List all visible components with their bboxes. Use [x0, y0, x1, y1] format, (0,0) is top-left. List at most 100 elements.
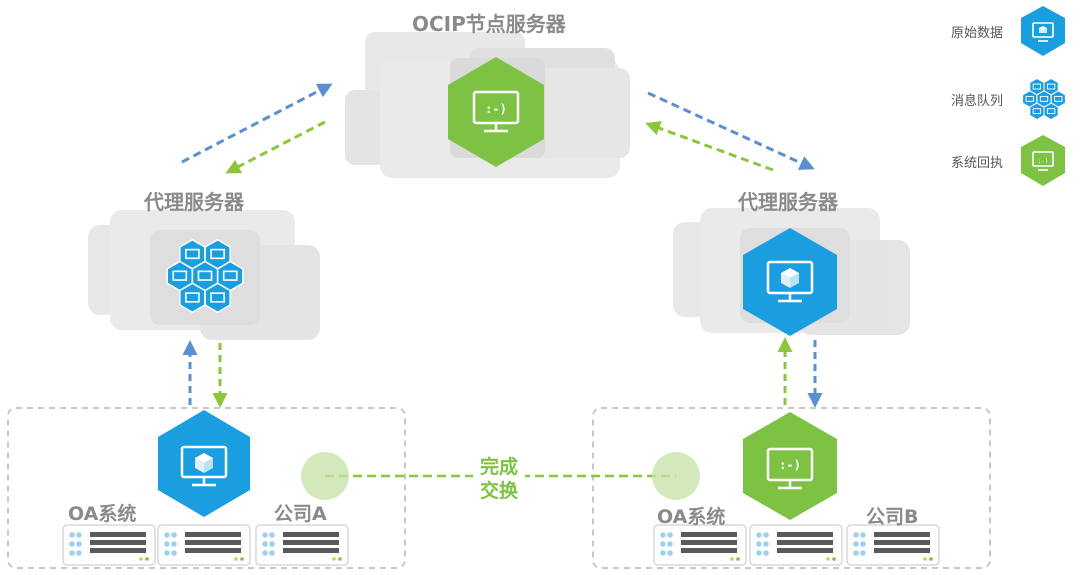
company-b-system-label: OA系统 — [657, 506, 726, 528]
rack-indicator-light — [660, 532, 666, 538]
rack-status-light — [929, 557, 933, 561]
company-a-name-label: 公司A — [274, 503, 327, 525]
rack-indicator-light — [853, 532, 859, 538]
queue-cell-monitor — [1032, 83, 1042, 90]
rack-status-light — [145, 557, 149, 561]
queue-cell-monitor — [1054, 95, 1063, 102]
rack-indicator-light — [164, 532, 170, 538]
rack-indicator-light — [853, 550, 859, 556]
proxy-left-title: 代理服务器 — [144, 190, 244, 214]
queue-cell-monitor — [172, 270, 188, 281]
legend-receipt-icon: :-) — [1021, 135, 1065, 186]
rack-drive-bar — [90, 532, 146, 537]
queue-cell-monitor — [210, 248, 225, 260]
queue-cell-monitor — [185, 248, 200, 260]
rack-status-light — [234, 557, 238, 561]
rack-indicator-light — [763, 541, 769, 547]
queue-cell-monitor — [1025, 95, 1034, 102]
company-b-name-label: 公司B — [866, 506, 919, 528]
rack-drive-bar — [283, 532, 339, 537]
rack-indicator-light — [69, 541, 75, 547]
rack-drive-bar — [90, 540, 146, 545]
rack-indicator-light — [667, 550, 673, 556]
queue-cell-monitor — [1039, 95, 1049, 102]
company-a-box — [7, 407, 406, 569]
rack-status-light — [332, 557, 336, 561]
queue-cell-monitor — [185, 292, 200, 303]
rack-indicator-light — [262, 541, 268, 547]
company-b-box — [592, 407, 991, 569]
rack-indicator-light — [763, 532, 769, 538]
rack-status-light — [139, 557, 143, 561]
queue-cell-monitor — [1046, 108, 1056, 115]
exchange-label-line2: 交换 — [473, 479, 525, 503]
queue-cell-hex — [1043, 102, 1059, 121]
rack-indicator-light — [76, 550, 82, 556]
rack-status-light — [736, 557, 740, 561]
rack-indicator-light — [262, 550, 268, 556]
queue-cell-monitor — [222, 270, 238, 281]
company-a-raw-data-icon — [158, 410, 250, 517]
rack-drive-bar — [90, 548, 146, 553]
rack-indicator-light — [756, 541, 762, 547]
company-a-server-racks — [62, 524, 349, 566]
rack-indicator-light — [171, 532, 177, 538]
exchange-dot-a — [301, 452, 349, 500]
exchange-label-line1: 完成 — [473, 455, 525, 479]
rack-drive-bar — [874, 540, 930, 545]
top-server-face: :-) — [485, 102, 507, 116]
rack-status-light — [923, 557, 927, 561]
arrow-top-to-left-proxy — [225, 120, 326, 174]
queue-cell-hex — [1029, 102, 1045, 121]
rack-indicator-light — [763, 550, 769, 556]
rack-drive-bar — [185, 532, 241, 537]
rack-indicator-light — [69, 532, 75, 538]
queue-cell-monitor — [197, 270, 213, 281]
queue-cell-monitor — [210, 292, 225, 303]
arrow-top-to-right-proxy — [647, 91, 815, 170]
company-b-server-racks — [653, 524, 940, 566]
message-queue-cluster-icon — [166, 238, 244, 314]
rack-indicator-light — [171, 550, 177, 556]
company-b-face: :-) — [779, 458, 801, 472]
rack-drive-bar — [681, 540, 737, 545]
rack-status-light — [832, 557, 836, 561]
rack-indicator-light — [171, 541, 177, 547]
top-server-title: OCIP节点服务器 — [412, 12, 566, 36]
queue-cell-hex — [204, 282, 231, 314]
rack-indicator-light — [164, 541, 170, 547]
queue-cell-hex — [179, 282, 206, 314]
rack-indicator-light — [860, 550, 866, 556]
rack-drive-bar — [681, 532, 737, 537]
company-b-receipt-icon: :-) — [743, 412, 837, 520]
rack-drive-bar — [185, 548, 241, 553]
rack-indicator-light — [269, 541, 275, 547]
rack-indicator-light — [660, 550, 666, 556]
rack-indicator-light — [76, 541, 82, 547]
arrow-right-proxy-to-top — [645, 121, 774, 172]
exchange-dot-b — [652, 452, 700, 500]
rack-indicator-light — [860, 532, 866, 538]
rack-drive-bar — [777, 532, 833, 537]
arrow-left-proxy-to-top — [181, 83, 333, 164]
rack-indicator-light — [756, 550, 762, 556]
rack-indicator-light — [269, 550, 275, 556]
rack-indicator-light — [76, 532, 82, 538]
rack-indicator-light — [853, 541, 859, 547]
rack-indicator-light — [756, 532, 762, 538]
rack-indicator-light — [667, 532, 673, 538]
rack-indicator-light — [660, 541, 666, 547]
rack-status-light — [730, 557, 734, 561]
legend-receipt-label: 系统回执 — [951, 156, 1004, 171]
legend-raw-data-label: 原始数据 — [951, 26, 1004, 41]
rack-drive-bar — [283, 540, 339, 545]
top-server-hex-icon: :-) — [448, 57, 544, 167]
rack-drive-bar — [283, 548, 339, 553]
rack-indicator-light — [667, 541, 673, 547]
rack-status-light — [826, 557, 830, 561]
rack-drive-bar — [681, 548, 737, 553]
rack-status-light — [338, 557, 342, 561]
legend-message-queue-label: 消息队列 — [951, 94, 1004, 109]
rack-indicator-light — [269, 532, 275, 538]
rack-drive-bar — [185, 540, 241, 545]
